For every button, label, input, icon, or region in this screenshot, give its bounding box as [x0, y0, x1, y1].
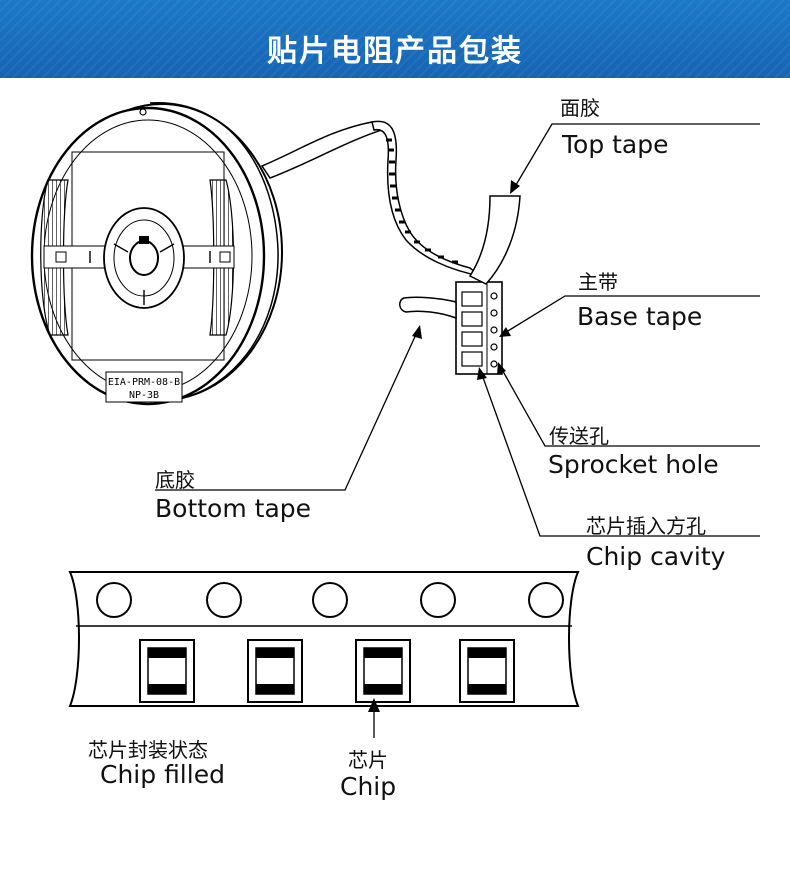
sprocket-hole-label-cn: 传送孔 [549, 424, 609, 448]
reel-illustration [30, 102, 283, 406]
sprocket-hole [420, 582, 456, 618]
header-banner: 贴片电阻产品包装 [0, 0, 790, 78]
sprocket-hole-label-en: Sprocket hole [548, 450, 719, 479]
chip-label-en: Chip [340, 772, 397, 801]
tape-strip [68, 571, 580, 707]
base-tape-label-cn: 主带 [578, 270, 618, 294]
top-tape-label-en: Top tape [562, 130, 669, 159]
top-tape-label-cn: 面胶 [560, 96, 600, 120]
sprocket-hole [96, 582, 132, 618]
carrier-tape-illustration [260, 120, 521, 375]
chip-cavity-label-en: Chip cavity [586, 542, 726, 571]
chip-cavity [459, 639, 515, 703]
bottom-tape-label-cn: 底胶 [155, 468, 195, 492]
leader-lines [155, 123, 760, 537]
leader-arrowheads [412, 180, 520, 380]
sprocket-hole [312, 582, 348, 618]
chip-filled-label-cn: 芯片封装状态 [88, 738, 208, 762]
chip-arrowhead [368, 698, 380, 712]
sprocket-hole [206, 582, 242, 618]
chip-cavity [355, 639, 411, 703]
sprocket-hole [528, 582, 564, 618]
bottom-tape-label-en: Bottom tape [155, 494, 312, 523]
reel-label-line1: EIA-PRM-08-B [108, 377, 180, 388]
chip-cavity-label-cn: 芯片插入方孔 [586, 514, 706, 538]
page-title: 贴片电阻产品包装 [267, 34, 523, 69]
chip-label-cn: 芯片 [348, 748, 388, 772]
base-tape-label-en: Base tape [577, 302, 703, 331]
chip-cavity [139, 639, 195, 703]
chip-filled-label-en: Chip filled [100, 760, 225, 789]
chip-cavity [247, 639, 303, 703]
reel-label-line2: NP-3B [129, 390, 159, 401]
